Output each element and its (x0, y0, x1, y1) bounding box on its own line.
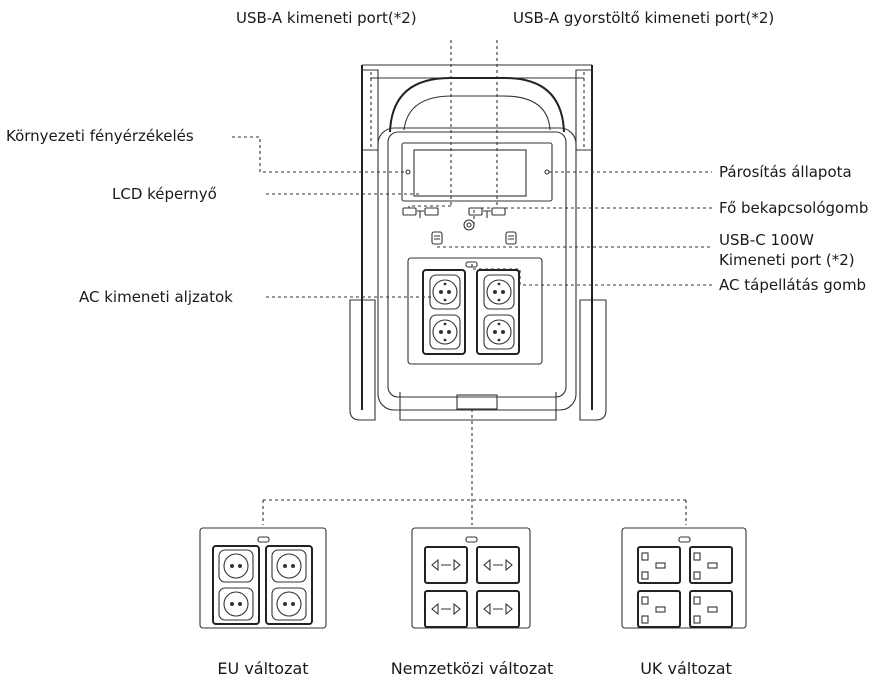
label-usb-a-fast: USB-A gyorstöltő kimeneti port(*2) (513, 9, 774, 27)
label-usbc-line1: USB-C 100W (719, 231, 814, 249)
label-ac-sockets: AC kimeneti aljzatok (79, 288, 233, 306)
socket-right-top (483, 274, 515, 310)
caption-intl: Nemzetközi változat (391, 659, 554, 678)
intl-socket (424, 546, 520, 628)
left-grip (362, 69, 379, 151)
callout-lines (232, 40, 712, 525)
socket-right-bottom (483, 314, 515, 350)
variant-intl-panel (411, 527, 531, 629)
right-grip (575, 69, 592, 151)
power-station-device (349, 64, 607, 421)
uk-socket (637, 546, 733, 628)
socket-left-bottom (429, 314, 461, 350)
label-usb-a: USB-A kimeneti port(*2) (236, 9, 417, 27)
eu-socket (218, 549, 307, 621)
label-ac-button: AC tápellátás gomb (719, 276, 866, 294)
variant-eu-panel (199, 527, 327, 629)
label-main-power: Fő bekapcsológomb (719, 199, 868, 217)
label-light-sensor: Környezeti fényérzékelés (6, 127, 194, 145)
label-pairing: Párosítás állapota (719, 163, 852, 181)
label-usbc-line2: Kimeneti port (*2) (719, 251, 855, 269)
socket-left-top (429, 274, 461, 310)
label-lcd: LCD képernyő (112, 185, 217, 203)
variant-uk-panel (621, 527, 747, 629)
caption-uk: UK változat (640, 659, 732, 678)
caption-eu: EU változat (217, 659, 308, 678)
